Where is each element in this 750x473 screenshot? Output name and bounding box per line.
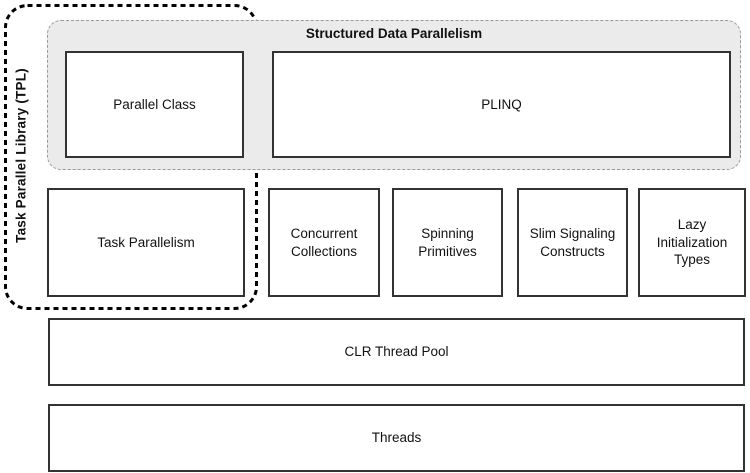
structured-group-title: Structured Data Parallelism [305,26,483,41]
slim-signaling-constructs-box: Slim Signaling Constructs [517,188,628,297]
plinq-box: PLINQ [272,51,731,158]
task-parallelism-box: Task Parallelism [47,188,245,297]
spinning-primitives-box: Spinning Primitives [392,188,503,297]
lazy-initialization-types-box: Lazy Initialization Types [638,188,746,297]
concurrent-collections-box: Concurrent Collections [268,188,380,297]
tpl-group-label: Task Parallel Library (TPL) [13,68,29,243]
clr-thread-pool-box: CLR Thread Pool [48,318,745,386]
threads-box: Threads [48,404,745,472]
parallel-class-box: Parallel Class [65,51,244,158]
